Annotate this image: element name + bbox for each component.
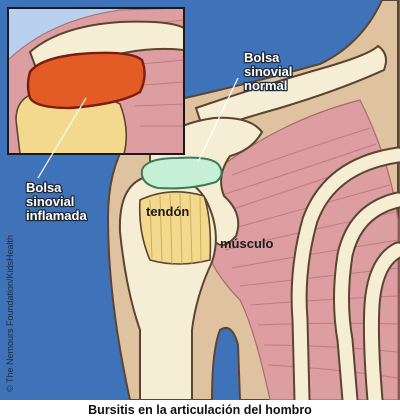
credit-text: © The Nemours Foundation/KidsHealth (5, 235, 15, 392)
leader-inflamed-bursa (37, 97, 87, 179)
ribs (290, 146, 400, 400)
tendon-fibers (149, 193, 202, 265)
label-inflamed-bursa: Bolsa sinovial inflamada (26, 180, 87, 223)
clavicle (194, 44, 387, 134)
label-muscle: músculo (220, 236, 274, 251)
normal-bursa (140, 156, 223, 190)
figure-caption: Bursitis en la articulación del hombro (88, 403, 312, 417)
label-normal-bursa: Bolsa sinovial normal (244, 50, 296, 93)
leader-normal-bursa (197, 77, 239, 163)
label-tendon: tendón (146, 204, 189, 219)
shoulder-illustration: Bolsa sinovial normal Bolsa sinovial inf… (0, 0, 400, 400)
inset-zoom (7, 7, 185, 155)
tendon (138, 191, 212, 265)
